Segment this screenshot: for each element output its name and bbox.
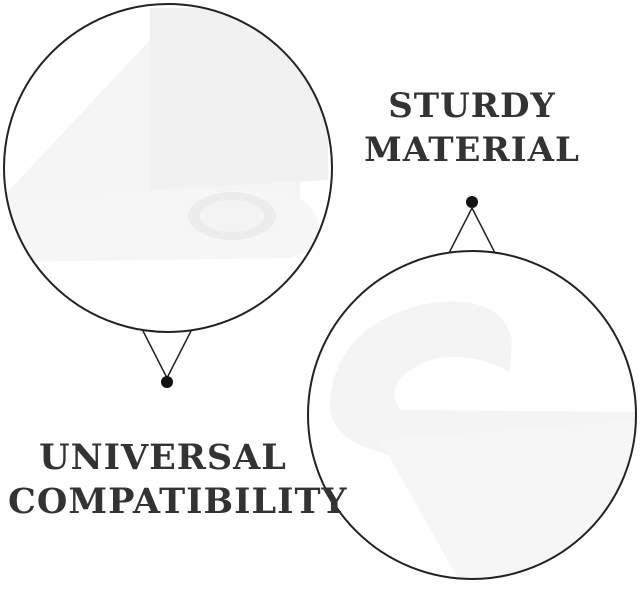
feature-label-sturdy-material: STURDY MATERIAL xyxy=(362,84,582,172)
callout-pointer-top xyxy=(448,196,496,254)
label-line: COMPATIBILITY xyxy=(8,481,348,522)
label-line: UNIVERSAL xyxy=(39,437,287,478)
feature-label-universal-compatibility: UNIVERSAL COMPATIBILITY xyxy=(8,436,348,524)
label-line: MATERIAL xyxy=(364,130,580,170)
callout-dot-icon xyxy=(161,376,173,388)
callout-pointer-bottom xyxy=(142,330,192,388)
hook-closeup-top xyxy=(4,8,328,262)
callout-dot-icon xyxy=(466,196,478,208)
zoom-circle-bottom xyxy=(307,250,637,580)
label-line: STURDY xyxy=(388,86,556,126)
zoom-circle-top xyxy=(3,3,333,333)
